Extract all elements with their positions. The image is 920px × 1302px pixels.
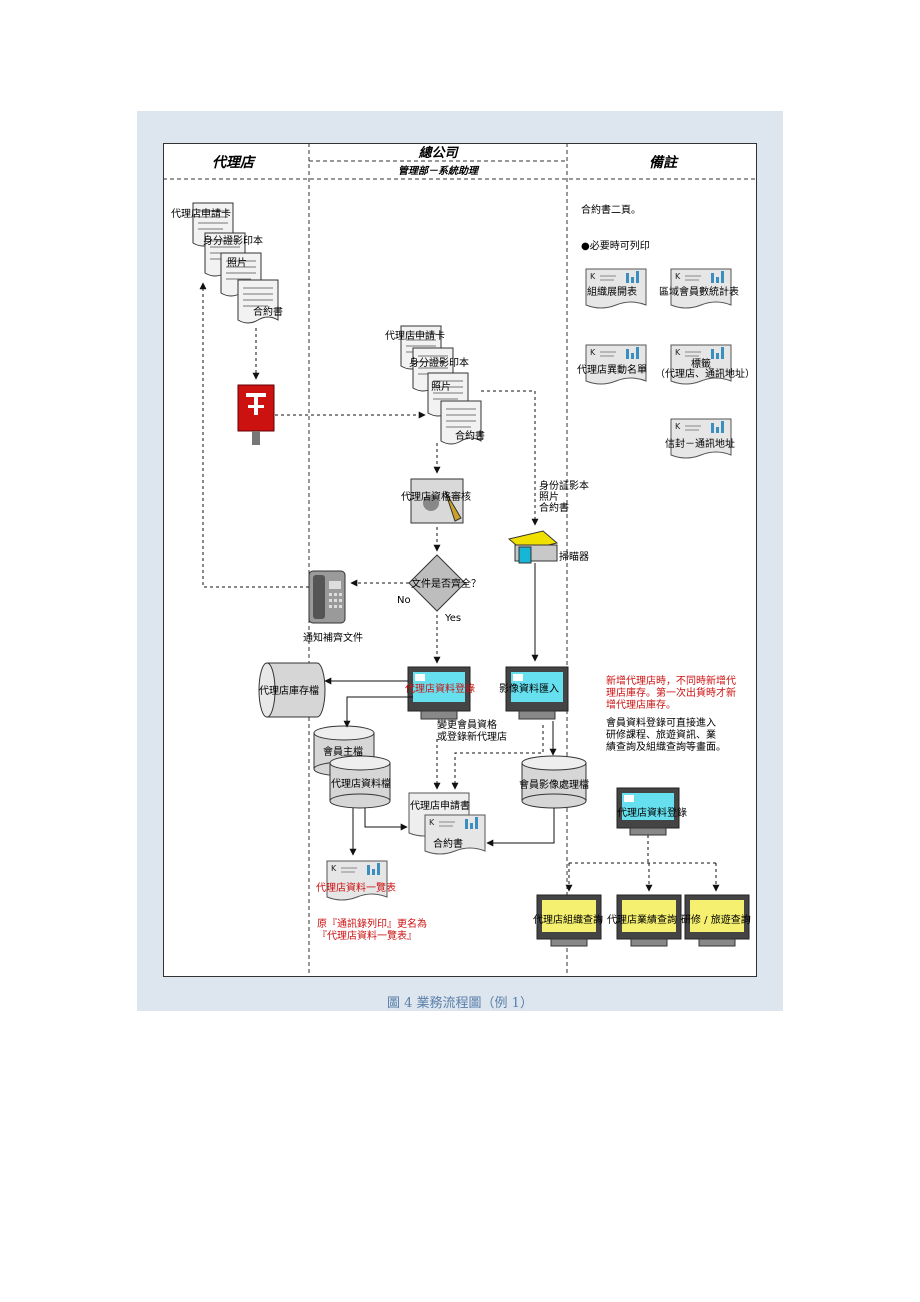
agent-store-icon	[258, 662, 326, 718]
report-4-sub: （代理店、通訊地址）	[655, 367, 755, 380]
app-contract-docs	[408, 792, 486, 855]
left-doc-4: 合約書	[253, 305, 283, 318]
list-doc-label: 代理店資料一覽表	[316, 881, 396, 894]
center-doc-stack: 代理店申請卡 身分證影印本 照片 合約書	[385, 325, 485, 445]
figure-caption: 圖 4 業務流程圖（例 1）	[387, 996, 533, 1011]
contract-doc-label: 合約書	[433, 837, 463, 850]
center-doc-3: 照片	[431, 380, 451, 393]
connectors	[199, 282, 720, 892]
change-note-2: 或登錄新代理店	[437, 730, 507, 743]
scanner-doc-2: 照片	[539, 490, 559, 503]
note-print: ●必要時可列印	[581, 239, 650, 252]
decision-no: No	[397, 595, 411, 606]
app-doc-label: 代理店申請書	[410, 799, 470, 812]
left-doc-2: 身分證影印本	[203, 234, 263, 247]
col-agent: 代理店	[212, 154, 257, 171]
rename-note-2: 『代理店資料一覽表』	[317, 929, 417, 942]
black-note-2: 研修課程、旅遊資訊、業	[606, 728, 716, 741]
left-doc-stack: 代理店申請卡 身分證影印本 照片 合約書	[171, 202, 283, 324]
register-screen2-icon[interactable]	[616, 787, 680, 836]
query-3-label: 研修 / 旅遊查詢	[681, 913, 751, 926]
scanner-doc-1: 身份証影本	[539, 479, 589, 492]
col-hq: 總公司	[417, 145, 459, 161]
review-icon	[410, 478, 464, 524]
rename-note-1: 原『通訊錄列印』更名為	[317, 917, 427, 930]
black-note-3: 績查詢及組織查詢等畫面。	[606, 740, 726, 753]
note-contract-pages: 合約書二頁。	[581, 203, 641, 216]
col-hq-sub: 管理部－系統助理	[398, 165, 480, 177]
scanner-label: 掃瞄器	[559, 550, 589, 563]
phone-label: 通知補齊文件	[303, 631, 363, 644]
flowchart: K 代理店 總公司 管理部－系統助理 備註 代理店申請卡 身分證影印本 照片 合…	[163, 143, 757, 977]
decision-yes: Yes	[444, 613, 461, 624]
decision-diamond	[408, 554, 466, 612]
review-label: 代理店資格審核	[401, 490, 471, 503]
center-doc-1: 代理店申請卡	[385, 329, 445, 342]
list-report-icon	[326, 860, 388, 901]
agent-file-label: 代理店資料檔	[331, 777, 391, 790]
decision-label: 文件是否齊全？	[411, 577, 481, 590]
query-screen-2-icon[interactable]	[616, 894, 682, 947]
red-note-1: 新增代理店時，不同時新增代	[606, 674, 736, 687]
image-file-label: 會員影像處理檔	[519, 778, 589, 791]
mailbox-icon	[237, 384, 275, 445]
query-screen-3-icon[interactable]	[684, 894, 750, 947]
col-notes: 備註	[649, 154, 679, 171]
register-screen2-label: 代理店資料登錄	[617, 806, 687, 819]
red-note-2: 理店庫存。第一次出貨時才新	[606, 686, 736, 699]
query-1-label: 代理店組織查詢	[533, 913, 603, 926]
register-screen-icon[interactable]	[407, 666, 471, 720]
image-import-icon[interactable]	[505, 666, 569, 720]
image-file-icon	[521, 755, 587, 809]
red-note-3: 增代理店庫存。	[606, 698, 676, 711]
member-master-label: 會員主檔	[323, 745, 363, 758]
image-import-label: 影像資料匯入	[499, 682, 559, 695]
report-2-label: 區域會員數統計表	[659, 285, 739, 298]
scanner-doc-3: 合約書	[539, 501, 569, 514]
register-screen-label: 代理店資料登錄	[405, 682, 475, 695]
agent-store-label: 代理店庫存檔	[259, 684, 319, 697]
agent-file-icon	[329, 755, 391, 809]
report-5-label: 信封－通訊地址	[665, 437, 735, 450]
query-2-label: 代理店業績查詢	[607, 913, 677, 926]
report-1-label: 組織展開表	[587, 285, 637, 298]
change-note-1: 變更會員資格	[437, 718, 497, 731]
center-doc-2: 身分證影印本	[409, 356, 469, 369]
black-note-1: 會員資料登錄可直接進入	[606, 716, 716, 729]
left-doc-1: 代理店申請卡	[171, 207, 231, 220]
report-4-label: 標籤	[691, 357, 711, 370]
query-screen-1-icon[interactable]	[536, 894, 602, 947]
center-doc-4: 合約書	[455, 429, 485, 442]
report-3-label: 代理店異動名單	[577, 363, 647, 376]
left-doc-3: 照片	[227, 256, 247, 269]
scanner-icon	[507, 530, 559, 564]
phone-icon	[308, 570, 346, 624]
